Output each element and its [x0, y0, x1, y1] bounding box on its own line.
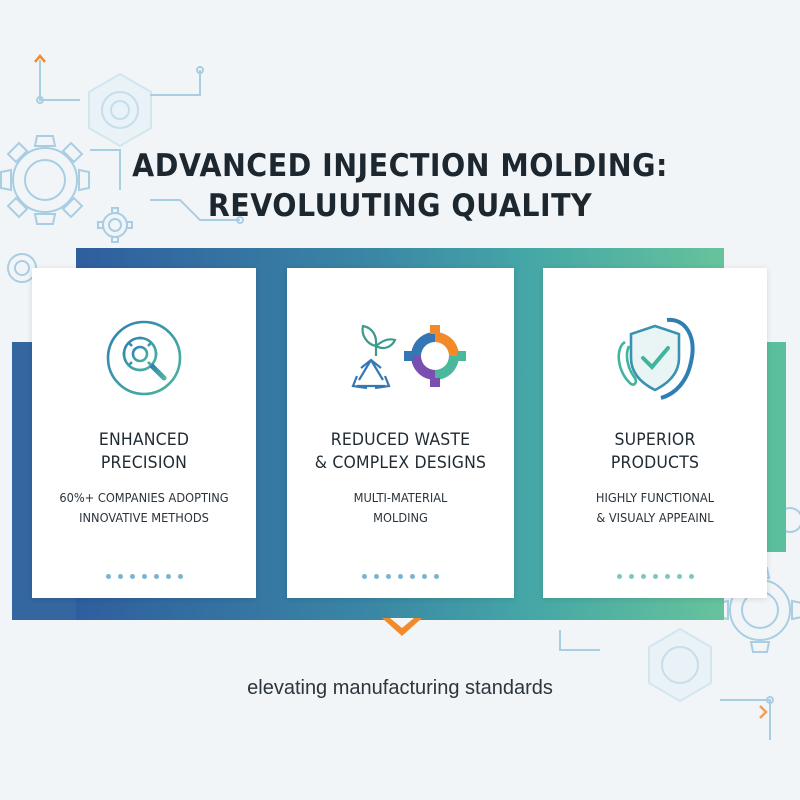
background-gear-icon [0, 135, 90, 225]
pagination-dots [543, 574, 767, 579]
recycle-gear-icon [350, 324, 466, 390]
card-subtitle-line: MOLDING [373, 511, 428, 525]
pagination-dots [32, 574, 256, 579]
down-arrow-inner [390, 618, 414, 628]
card-title-line: PRECISION [100, 453, 188, 472]
card-superior-products: SUPERIOR PRODUCTS HIGHLY FUNCTIONAL & VI… [543, 268, 767, 598]
card-subtitle-line: & VISUALY APPEAINL [596, 511, 714, 525]
card-subtitle-line: INNOVATIVE METHODS [79, 511, 209, 525]
pagination-dots [287, 574, 514, 579]
card-title-line: REDUCED WASTE [330, 430, 471, 449]
card-title-line: SUPERIOR [614, 430, 696, 449]
page-title-line-2: REVOLUUTING QUALITY [207, 188, 593, 224]
gear-magnifier-icon [106, 320, 182, 396]
card-subtitle-line: HIGHLY FUNCTIONAL [595, 491, 715, 505]
background-hex-icon [648, 627, 712, 703]
page-title-line-1: ADVANCED INJECTION MOLDING: [132, 148, 668, 184]
background-gear-icon [97, 207, 133, 243]
card-reduced-waste: REDUCED WASTE & COMPLEX DESIGNS MULTI-MA… [287, 268, 514, 598]
background-hex-icon [88, 72, 152, 148]
card-enhanced-precision: ENHANCED PRECISION 60%+ COMPANIES ADOPTI… [32, 268, 256, 598]
card-title-line: PRODUCTS [610, 453, 700, 472]
card-title-line: ENHANCED [98, 430, 190, 449]
card-subtitle-line: 60%+ COMPANIES ADOPTING [59, 491, 229, 505]
card-title-line: & COMPLEX DESIGNS [314, 453, 487, 472]
card-subtitle-line: MULTI-MATERIAL [353, 491, 448, 505]
tagline: elevating manufacturing standards [247, 677, 553, 699]
shield-check-icon [617, 317, 695, 400]
